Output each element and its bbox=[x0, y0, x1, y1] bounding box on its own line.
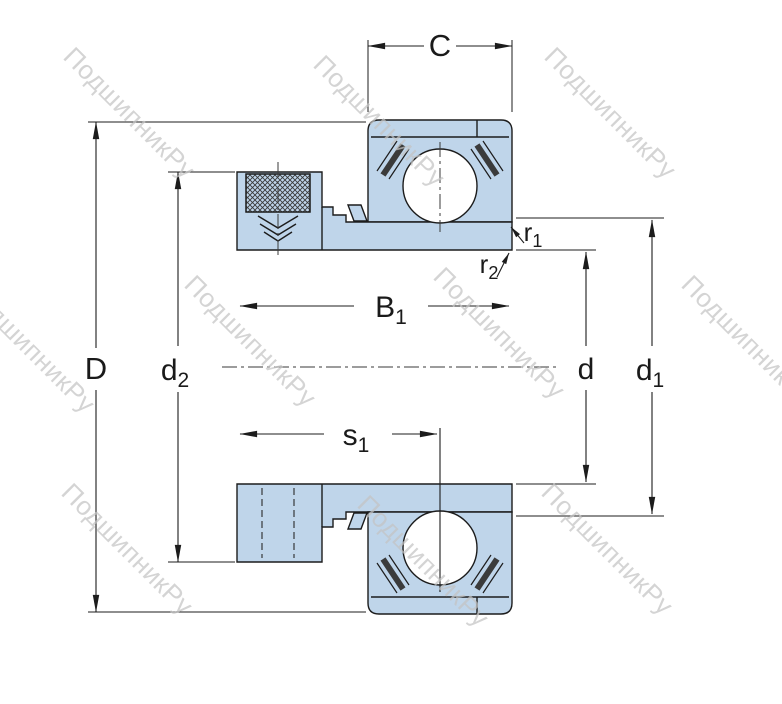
dim-label-c: C bbox=[429, 28, 451, 63]
watermark-text: ПодшипникРу bbox=[58, 41, 202, 185]
seal-bottom-left bbox=[376, 554, 410, 594]
dimension-d-bore: d bbox=[516, 249, 596, 485]
dimension-b1: B1 bbox=[239, 291, 510, 329]
seal-top-right bbox=[470, 140, 504, 180]
watermark-text: ПодшипникРу bbox=[0, 275, 102, 419]
flinger-bottom bbox=[346, 512, 369, 530]
dim-label-b1: B1 bbox=[375, 291, 407, 329]
outer-ring-top-details bbox=[371, 120, 509, 138]
flinger-top bbox=[346, 204, 369, 222]
dim-label-d: d bbox=[578, 353, 595, 386]
dimension-r1: r1 bbox=[510, 217, 543, 251]
watermark-text: ПодшипникРу bbox=[428, 261, 572, 405]
watermark-text: ПодшипникРу bbox=[539, 41, 683, 185]
dim-label-s1: s1 bbox=[343, 419, 370, 457]
dimension-d-outer: D bbox=[85, 121, 366, 613]
dim-label-d2: d2 bbox=[161, 354, 189, 392]
watermark-text: ПодшипникРу bbox=[536, 477, 680, 621]
seal-top-left bbox=[376, 140, 410, 180]
dim-label-D: D bbox=[85, 351, 107, 386]
seal-bottom-right bbox=[470, 554, 504, 594]
dimension-s1: s1 bbox=[239, 419, 441, 592]
inner-ring-collar-bottom bbox=[236, 483, 513, 563]
watermark-layer: ПодшипникРу ПодшипникРу ПодшипникРу Подш… bbox=[0, 41, 782, 633]
watermark-text: ПодшипникРу bbox=[179, 269, 323, 413]
dim-label-r1: r1 bbox=[524, 217, 543, 251]
bearing-drawing bbox=[222, 119, 558, 615]
dimension-r2: r2 bbox=[480, 249, 510, 283]
dimension-c: C bbox=[367, 28, 513, 112]
dim-label-r2: r2 bbox=[480, 249, 499, 283]
dimensions: C D d2 B1 s1 bbox=[85, 28, 664, 613]
dimension-d1: d1 bbox=[516, 217, 664, 517]
outer-ring-bottom-details bbox=[371, 596, 509, 614]
screw-hole-hidden-lines bbox=[261, 488, 295, 558]
dim-label-d1: d1 bbox=[636, 354, 664, 392]
set-screw bbox=[245, 162, 311, 258]
dimension-d2: d2 bbox=[161, 171, 235, 563]
watermark-text: ПодшипникРу bbox=[676, 269, 782, 413]
